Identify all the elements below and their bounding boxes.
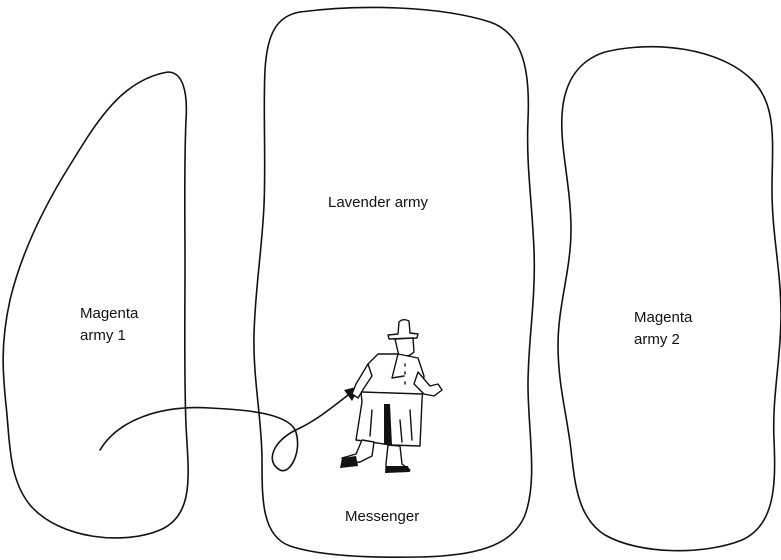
messenger-path: [99, 391, 353, 472]
shoes: [340, 456, 410, 473]
magenta-army-2-outline: [557, 45, 781, 552]
coat-slit: [384, 404, 392, 445]
magenta-army-2-label-line2: army 2: [634, 331, 680, 348]
right-arm: [413, 371, 443, 397]
magenta-army-1-label-line1: Magenta: [80, 305, 139, 322]
right-leg: [385, 444, 411, 473]
belt: [361, 391, 423, 395]
left-arm: [351, 363, 373, 399]
curved-arrow-icon: [99, 386, 360, 472]
magenta-army-1-label-line2: army 1: [80, 327, 126, 344]
hat: [387, 319, 419, 340]
lapels: [391, 353, 406, 385]
trenchcoat-spy-icon: [340, 319, 443, 473]
magenta-army-1-outline: [2, 71, 189, 539]
lavender-army-region: Lavender army: [253, 6, 536, 559]
lavender-army-label: Lavender army: [328, 194, 429, 211]
coat-folds: [369, 409, 413, 443]
messenger-label: Messenger: [345, 508, 419, 525]
magenta-army-1-region: Magenta army 1: [2, 71, 189, 539]
magenta-army-2-label-line1: Magenta: [634, 309, 693, 326]
lavender-army-outline: [253, 6, 536, 559]
magenta-army-2-region: Magenta army 2: [557, 45, 781, 552]
